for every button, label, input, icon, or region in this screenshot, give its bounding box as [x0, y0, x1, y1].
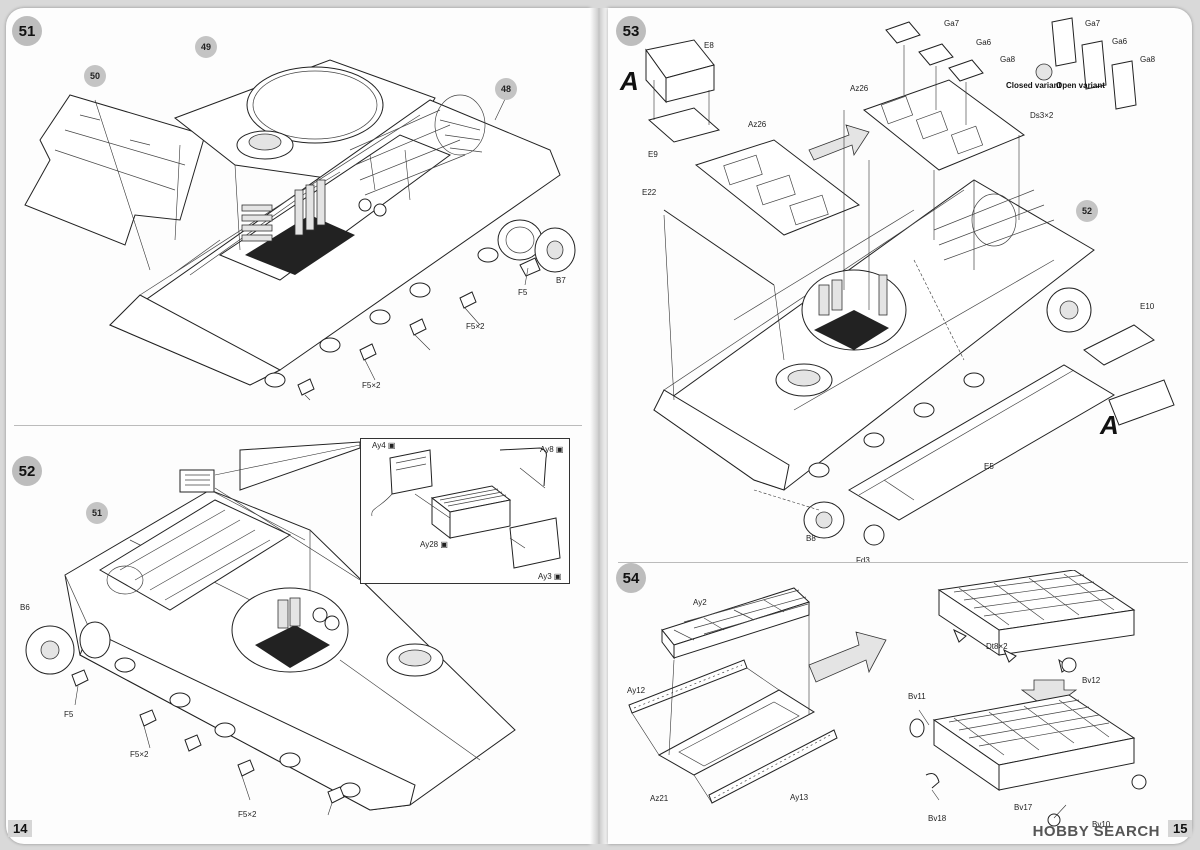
- label-ga8-b: Ga8: [1140, 55, 1156, 64]
- label-ay12: Ay12: [627, 686, 646, 695]
- label-e9: E9: [648, 150, 658, 159]
- step-52-label-b6: B6: [20, 603, 30, 612]
- step-53-marker-a-bottom: A: [1100, 410, 1119, 440]
- step-51-callout-49: 49: [195, 36, 217, 58]
- inset-label-ay8: Ay8 ▣: [540, 445, 564, 454]
- page-gutter: [590, 8, 608, 844]
- label-bv18: Bv18: [928, 814, 947, 823]
- step-54-badge: 54: [616, 563, 646, 593]
- step-52-inset-drawing: [371, 447, 561, 569]
- label-az21: Az21: [650, 794, 669, 803]
- step-51-badge: 51: [12, 16, 42, 46]
- label-ds3: Ds3×2: [1030, 111, 1054, 120]
- step-52-callout-51: 51: [86, 502, 108, 524]
- label-e22: E22: [642, 188, 657, 197]
- step-54-drawing: [628, 570, 1147, 827]
- label-ay13: Ay13: [790, 793, 809, 802]
- step-51-callout-48: 48: [495, 78, 517, 100]
- step-51-drawing: [24, 59, 576, 401]
- label-az26-b: Az26: [850, 84, 869, 93]
- label-dt8: Dt8×2: [986, 642, 1008, 651]
- step-53-drawing: [645, 17, 1175, 546]
- right-divider: [618, 562, 1188, 563]
- label-bv17: Bv17: [1014, 803, 1033, 812]
- label-az26-a: Az26: [748, 120, 767, 129]
- right-page-number: 15: [1168, 820, 1193, 837]
- label-ay2: Ay2: [693, 598, 707, 607]
- step-53-callout-52: 52: [1076, 200, 1098, 222]
- label-bv10: Bv10: [1092, 820, 1111, 829]
- label-fd3: Fd3: [856, 556, 870, 565]
- step-51-label-f5-b: F5×2: [466, 322, 485, 331]
- step-51-callout-50: 50: [84, 65, 106, 87]
- open-variant-label: Open variant: [1056, 81, 1105, 90]
- label-ga6-a: Ga6: [976, 38, 992, 47]
- closed-variant-label: Closed variant: [1006, 81, 1062, 90]
- label-ga8-a: Ga8: [1000, 55, 1016, 64]
- step-53-marker-a-top: A: [620, 66, 639, 96]
- step-51-label-f5-c: F5×2: [362, 381, 381, 390]
- step-52-label-f5-c: F5×2: [238, 810, 257, 819]
- label-e5: E5: [984, 462, 994, 471]
- step-52-label-f5-b: F5×2: [130, 750, 149, 759]
- inset-label-ay3: Ay3 ▣: [538, 572, 562, 581]
- label-ga7-b: Ga7: [1085, 19, 1101, 28]
- step-51-label-b7: B7: [556, 276, 566, 285]
- step-52-label-f5-a: F5: [64, 710, 74, 719]
- step-51-label-f5-a: F5: [518, 288, 528, 297]
- inset-label-ay4: Ay4 ▣: [372, 441, 396, 450]
- label-bv12: Bv12: [1082, 676, 1101, 685]
- step-52-badge: 52: [12, 456, 42, 486]
- watermark: HOBBY SEARCH: [1033, 823, 1160, 840]
- label-b8: B8: [806, 534, 816, 543]
- step-53-badge: 53: [616, 16, 646, 46]
- left-divider: [14, 425, 582, 426]
- label-ga6-b: Ga6: [1112, 37, 1128, 46]
- step-52-drawing: [25, 441, 516, 816]
- label-bv11: Bv11: [908, 692, 926, 701]
- label-ga7-a: Ga7: [944, 19, 960, 28]
- inset-label-ay28: Ay28 ▣: [420, 540, 448, 549]
- label-e10: E10: [1140, 302, 1155, 311]
- left-page-number: 14: [8, 820, 33, 837]
- label-e8: E8: [704, 41, 714, 50]
- watermark-text: HOBBY SEARCH: [1032, 823, 1160, 840]
